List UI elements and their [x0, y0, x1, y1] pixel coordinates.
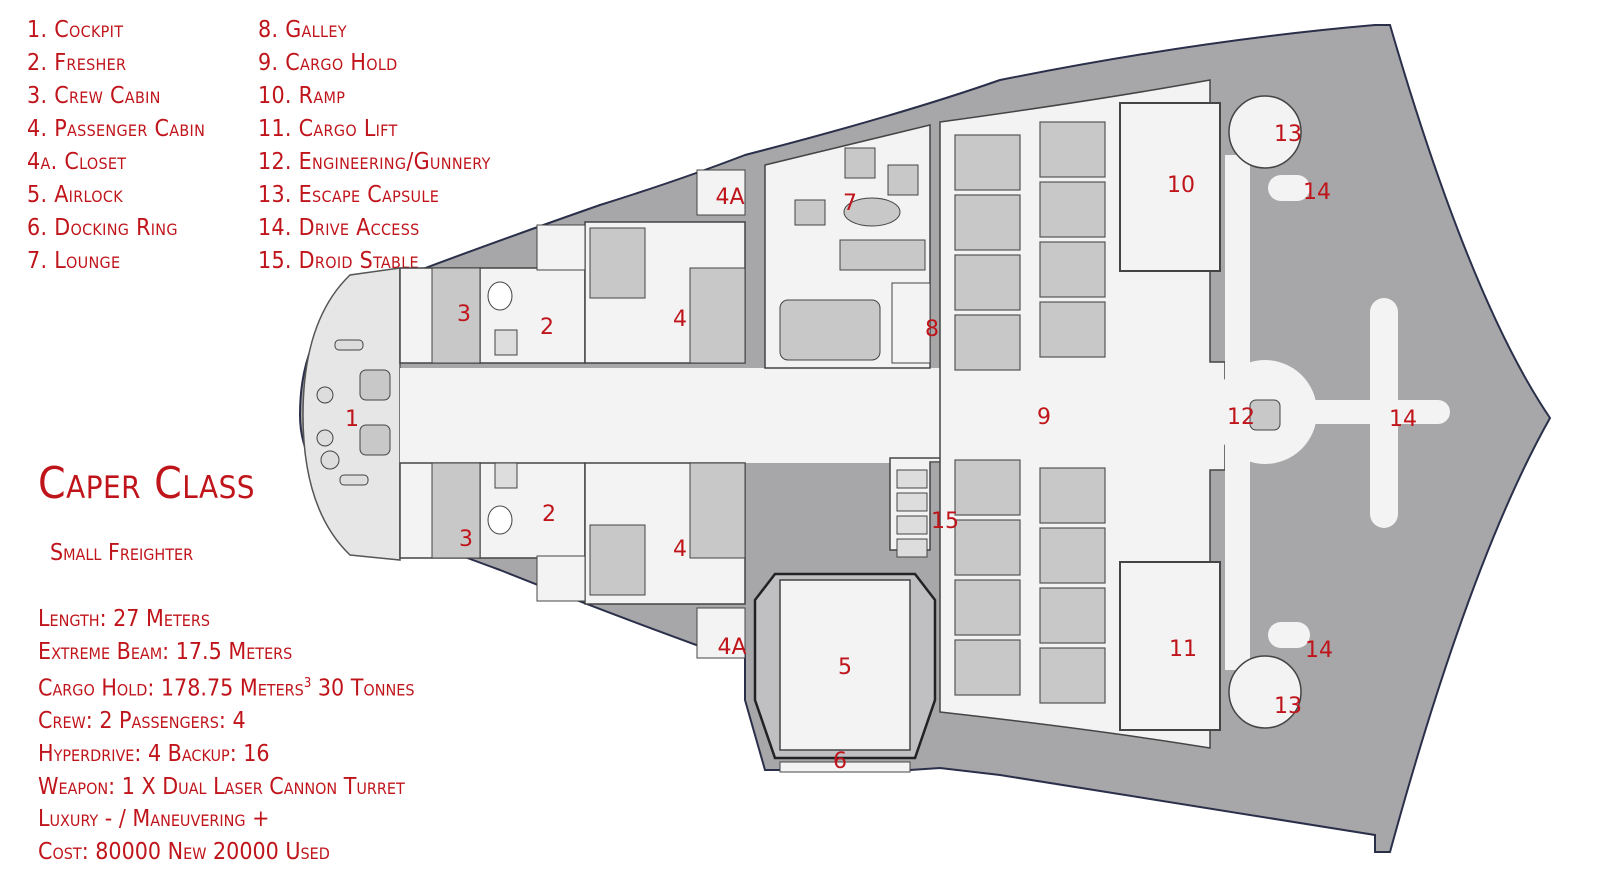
legend-item: 6. Docking Ring [27, 215, 178, 241]
ship-class-title: Caper Class [38, 458, 255, 509]
room-label-fresher-top: 2 [540, 315, 554, 340]
room-label-cockpit: 1 [345, 407, 359, 432]
room-label-escape-bottom: 13 [1274, 694, 1302, 719]
room-label-cargo-lift: 11 [1169, 637, 1197, 662]
room-label-drive-top: 14 [1303, 180, 1331, 205]
room-label-airlock: 5 [838, 655, 852, 680]
legend-item: 4. Passenger Cabin [27, 116, 206, 142]
room-label-closet-top: 4A [715, 185, 744, 210]
spec-beam: Extreme Beam: 17.5 Meters [38, 638, 293, 665]
legend-item: 7. Lounge [27, 248, 121, 274]
central-corridor [400, 368, 940, 463]
room-label-galley: 8 [925, 317, 939, 342]
room-legend-right: 8. Galley 9. Cargo Hold 10. Ramp 11. Car… [258, 14, 491, 278]
spec-luxury: Luxury - / Maneuvering + [38, 806, 270, 833]
legend-item: 3. Crew Cabin [27, 83, 161, 109]
spec-hyperdrive: Hyperdrive: 4 Backup: 16 [38, 741, 270, 768]
spec-length: Length: 27 Meters [38, 606, 210, 632]
room-label-crew-cabin-top: 3 [457, 302, 471, 327]
spec-cost: Cost: 80000 New 20000 Used [38, 838, 330, 865]
legend-item: 11. Cargo Lift [258, 116, 398, 142]
ship-specs: Length: 27 Meters Extreme Beam: 17.5 Met… [38, 603, 414, 868]
room-label-drive-mid: 14 [1389, 407, 1417, 432]
cockpit-floor [302, 267, 401, 561]
spec-weapon: Weapon: 1 X Dual Laser Cannon Turret [38, 773, 405, 800]
spec-crew: Crew: 2 Passengers: 4 [38, 708, 246, 735]
room-label-crew-cabin-bottom: 3 [459, 527, 473, 552]
legend-item: 1. Cockpit [27, 17, 124, 43]
room-label-closet-bottom: 4A [717, 635, 746, 660]
legend-item: 13. Escape Capsule [258, 182, 440, 208]
room-label-drive-bottom: 14 [1305, 638, 1333, 663]
ramp-area [1119, 102, 1221, 272]
room-label-passenger-bottom: 4 [673, 537, 687, 562]
room-label-passenger-top: 4 [673, 307, 687, 332]
room-label-docking-ring: 6 [833, 749, 847, 774]
legend-item: 5. Airlock [27, 182, 123, 208]
legend-item: 9. Cargo Hold [258, 50, 398, 76]
legend-item: 4a. Closet [27, 149, 127, 175]
legend-item: 14. Drive Access [258, 215, 420, 241]
room-label-droid-stable: 15 [931, 509, 959, 534]
docking-ring [779, 761, 911, 773]
ship-class-subtitle: Small Freighter [50, 540, 194, 566]
legend-item: 12. Engineering/Gunnery [258, 149, 491, 175]
room-legend-left: 1. Cockpit 2. Fresher 3. Crew Cabin 4. P… [27, 14, 205, 278]
room-label-escape-top: 13 [1274, 122, 1302, 147]
legend-item: 2. Fresher [27, 50, 127, 76]
room-label-engineering: 12 [1227, 405, 1255, 430]
legend-item: 8. Galley [258, 17, 347, 43]
spec-cargo: Cargo Hold: 178.75 Meters3 30 Tonnes [38, 675, 415, 702]
legend-item: 10. Ramp [258, 83, 346, 109]
room-label-ramp: 10 [1167, 173, 1195, 198]
room-label-lounge: 7 [843, 191, 857, 216]
room-label-fresher-bottom: 2 [542, 502, 556, 527]
room-label-cargo-hold: 9 [1037, 405, 1051, 430]
cargo-lift-area [1119, 561, 1221, 731]
